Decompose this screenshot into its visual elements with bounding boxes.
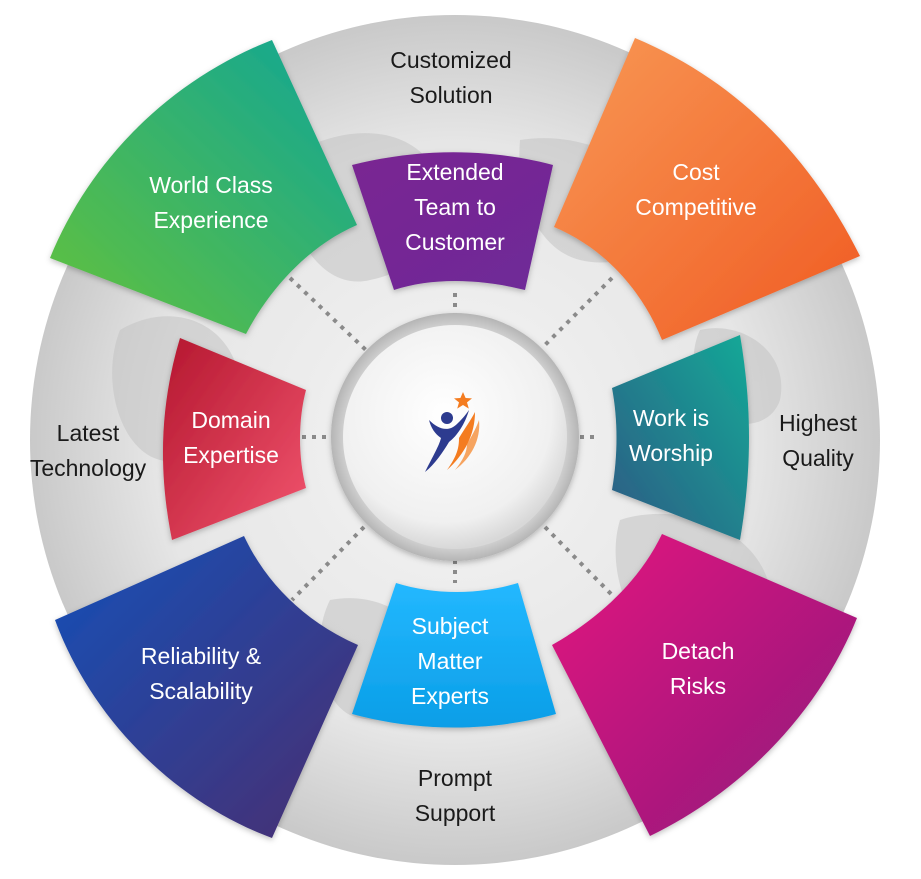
ring-label-prompt-line: Prompt [418, 765, 493, 791]
segment-text-reliability-line: Reliability & [141, 643, 261, 669]
segment-subject-matter [352, 583, 556, 728]
logo-star-icon [454, 392, 472, 409]
segment-text-work-line: Worship [629, 440, 713, 466]
segment-text-reliability: Reliability & Scalability [141, 643, 261, 704]
ring-label-quality-line: Quality [782, 445, 854, 471]
segment-work-worship [612, 335, 749, 540]
segment-extended-team [352, 152, 553, 290]
segment-text-work: Work is Worship [629, 405, 713, 466]
segment-text-domain-line: Domain [191, 407, 270, 433]
segment-text-extended-line: Customer [405, 229, 505, 255]
segment-reliability [55, 536, 358, 838]
star-person-logo-icon [425, 392, 480, 472]
ring-label-quality-line: Highest [779, 410, 858, 436]
segment-text-domain-line: Expertise [183, 442, 279, 468]
segment-text-cost-line: Cost [672, 159, 720, 185]
segment-world-class [50, 40, 357, 334]
segment-text-detach-line: Risks [670, 673, 726, 699]
segment-text-extended-line: Extended [406, 159, 503, 185]
connector-bottom-right [543, 525, 619, 602]
segment-text-work-line: Work is [633, 405, 709, 431]
segment-domain-expertise [162, 338, 306, 540]
connector-bottom-left [290, 525, 366, 602]
ring-label-prompt-line: Support [415, 800, 496, 826]
ring-label-customized-line: Solution [409, 82, 492, 108]
connector-top-left [288, 276, 370, 354]
hub-disk [343, 325, 567, 549]
logo-body-icon [425, 410, 469, 472]
logo-swoosh-icon [447, 412, 475, 470]
segment-text-extended-line: Team to [414, 194, 496, 220]
segment-detach-risks [552, 534, 857, 836]
segment-text-detach-line: Detach [662, 638, 735, 664]
logo-head-icon [441, 412, 453, 424]
connector-top-right [536, 276, 614, 354]
segment-text-cost-line: Competitive [635, 194, 756, 220]
segment-text-world-class-line: World Class [149, 172, 273, 198]
segment-text-world-class-line: Experience [153, 207, 268, 233]
segment-cost-competitive [554, 38, 860, 340]
segment-text-subject-line: Subject [412, 613, 489, 639]
ring-label-latest-line: Technology [30, 455, 147, 481]
ring-label-customized-line: Customized [390, 47, 511, 73]
segment-text-subject-line: Experts [411, 683, 489, 709]
segment-text-subject-line: Matter [417, 648, 483, 674]
ring-label-latest-line: Latest [57, 420, 120, 446]
segment-text-reliability-line: Scalability [149, 678, 253, 704]
